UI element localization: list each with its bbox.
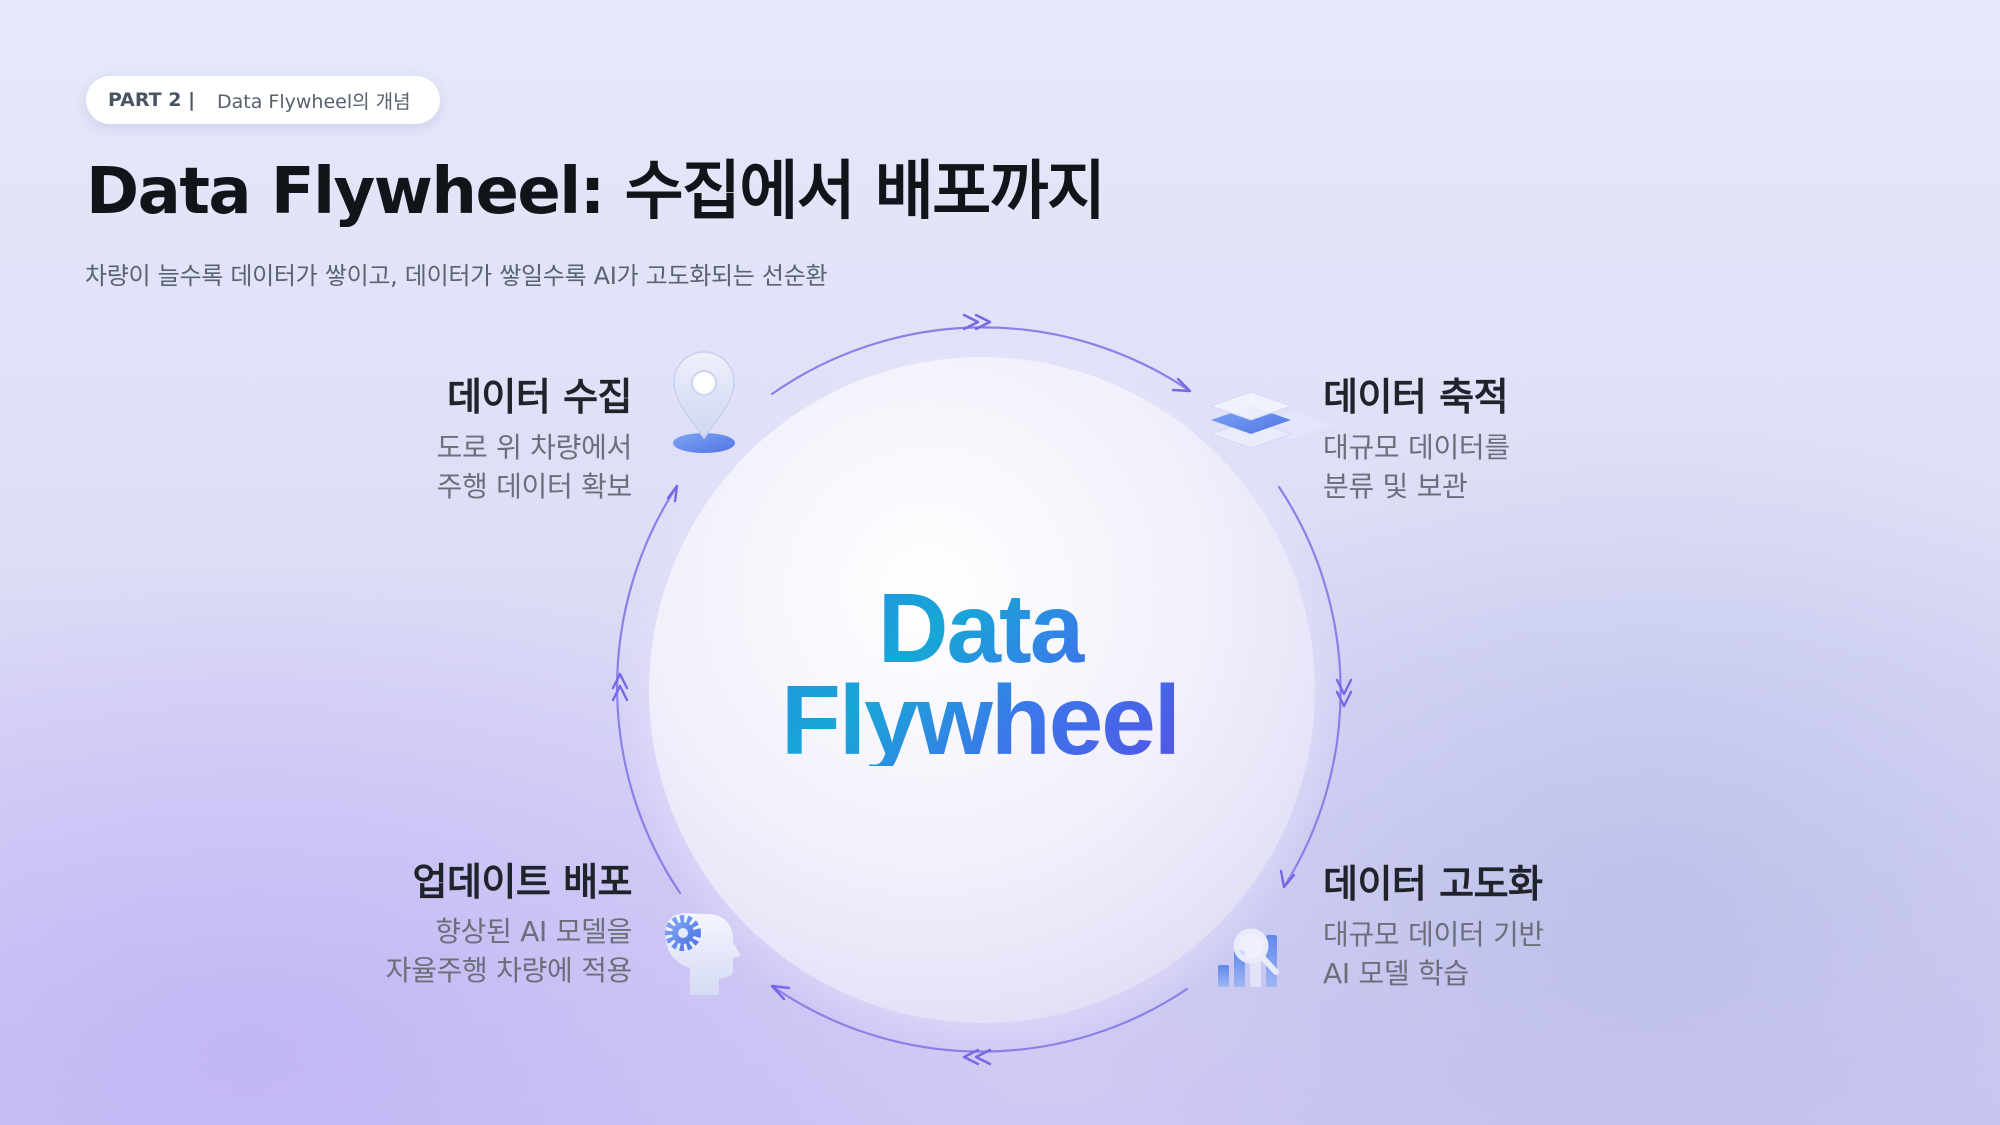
chart-search-icon [1218, 928, 1279, 987]
badge-section-label: Data Flywheel의 개념 [217, 90, 411, 113]
arrow-head-top-right [1171, 377, 1192, 393]
location-pin-icon [673, 351, 735, 453]
flywheel-center-label: Data Flywheel [710, 582, 1250, 766]
page-title: Data Flywheel: 수집에서 배포까지 [86, 155, 1106, 229]
stage-collect-desc: 도로 위 차량에서 주행 데이터 확보 [436, 428, 633, 506]
stage-refine-desc-line1: 대규모 데이터 기반 [1323, 918, 1544, 951]
stage-accumulate-desc-line1: 대규모 데이터를 [1323, 431, 1510, 464]
stage-refine-title: 데이터 고도화 [1323, 862, 1543, 906]
arrow-left [611, 672, 629, 702]
part-badge: PART 2 | Data Flywheel의 개념 [86, 76, 440, 124]
stage-collect-desc-line1: 도로 위 차량에서 [436, 431, 633, 464]
stage-accumulate-desc: 대규모 데이터를 분류 및 보관 [1323, 428, 1510, 506]
page-subtitle: 차량이 늘수록 데이터가 쌓이고, 데이터가 쌓일수록 AI가 고도화되는 선순… [85, 262, 828, 290]
center-line-1: Data [877, 573, 1083, 683]
arrow-head-bottom-left [770, 984, 791, 1001]
stage-collect-title: 데이터 수집 [446, 375, 633, 419]
stage-deploy-desc-line2: 자율주행 차량에 적용 [385, 954, 633, 987]
stage-deploy-title: 업데이트 배포 [412, 860, 633, 904]
arrow-head-left-top [666, 484, 679, 503]
stage-refine-desc-line2: AI 모델 학습 [1323, 957, 1469, 990]
flywheel-sphere [649, 357, 1315, 1023]
arc-bottom [770, 984, 1189, 1053]
badge-part-label: PART 2 | [108, 89, 196, 111]
stage-deploy-desc-line1: 향상된 AI 모델을 [435, 915, 632, 948]
center-line-2: Flywheel [781, 665, 1179, 775]
layers-icon [1209, 391, 1333, 449]
stage-deploy-desc: 향상된 AI 모델을 자율주행 차량에 적용 [385, 912, 633, 990]
head-gear-icon [665, 913, 741, 995]
arrow-bottom [962, 1048, 992, 1066]
arrow-head-right-bottom [1279, 869, 1296, 889]
stage-accumulate-title: 데이터 축적 [1323, 375, 1509, 419]
arrow-top [962, 313, 992, 331]
stage-accumulate-desc-line2: 분류 및 보관 [1323, 470, 1468, 503]
arrow-right [1335, 678, 1353, 708]
stage-refine-desc: 대규모 데이터 기반 AI 모델 학습 [1323, 915, 1544, 993]
stage-collect-desc-line2: 주행 데이터 확보 [436, 470, 633, 503]
